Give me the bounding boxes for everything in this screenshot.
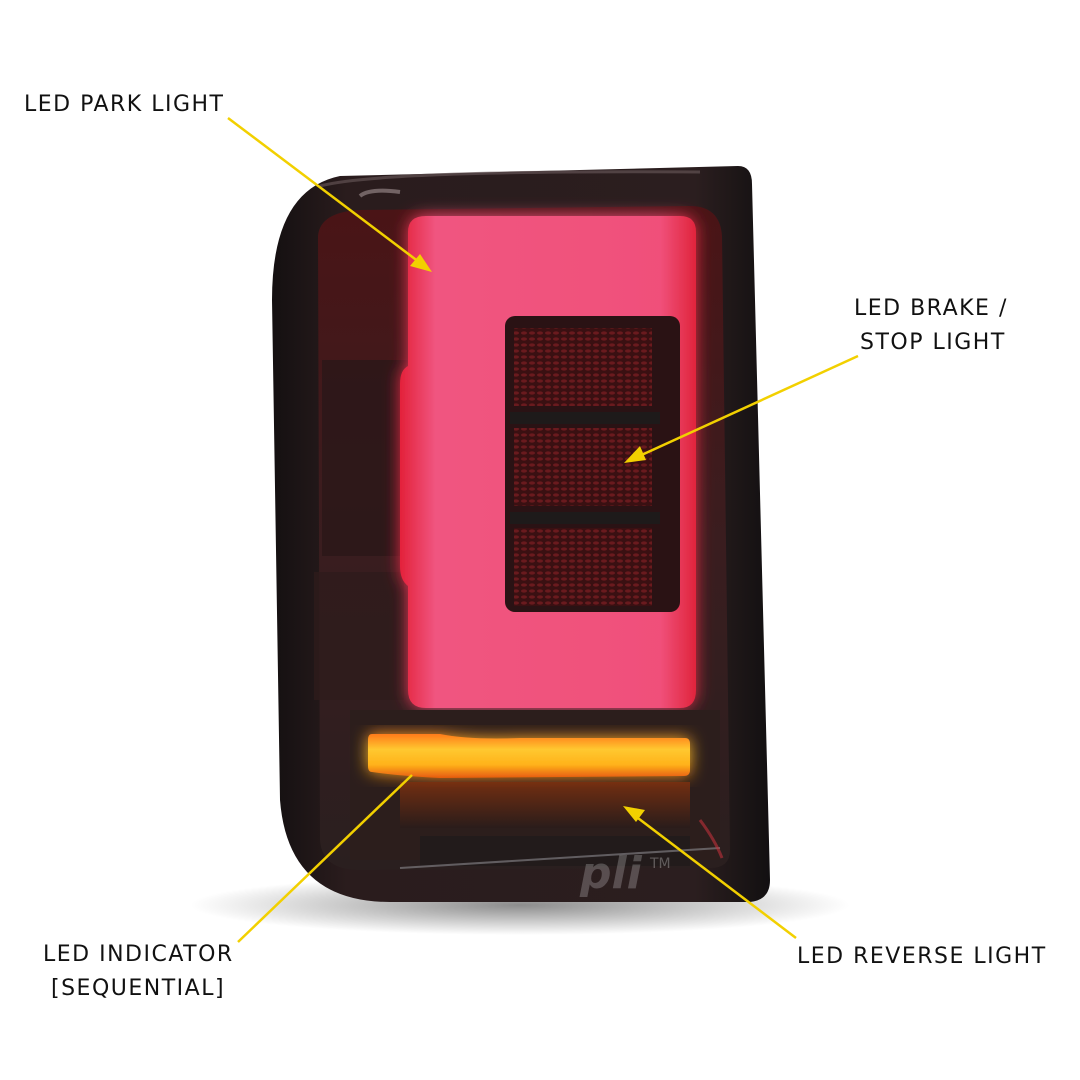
- arrowhead-icon: [623, 806, 645, 822]
- arrowhead-icon: [410, 254, 432, 272]
- callout-arrows: [227, 117, 859, 943]
- park-light-arrow: [227, 117, 424, 266]
- label-reverse-light: LED REVERSE LIGHT: [797, 944, 1047, 969]
- watermark-logo: pli: [579, 848, 643, 899]
- label-park-light: LED PARK LIGHT: [24, 92, 225, 117]
- label-brake-light: LED BRAKE / STOP LIGHT: [854, 296, 1008, 355]
- label-indicator: LED INDICATOR [SEQUENTIAL]: [43, 942, 234, 1001]
- indicator-arrow: [237, 774, 413, 943]
- indicator-light-bar: [368, 734, 690, 778]
- watermark-tm: TM: [649, 856, 671, 872]
- brake-light-arrow: [634, 354, 859, 460]
- reverse-light: [400, 782, 690, 828]
- reverse-light-arrow: [629, 811, 797, 939]
- arrowhead-icon: [624, 446, 646, 463]
